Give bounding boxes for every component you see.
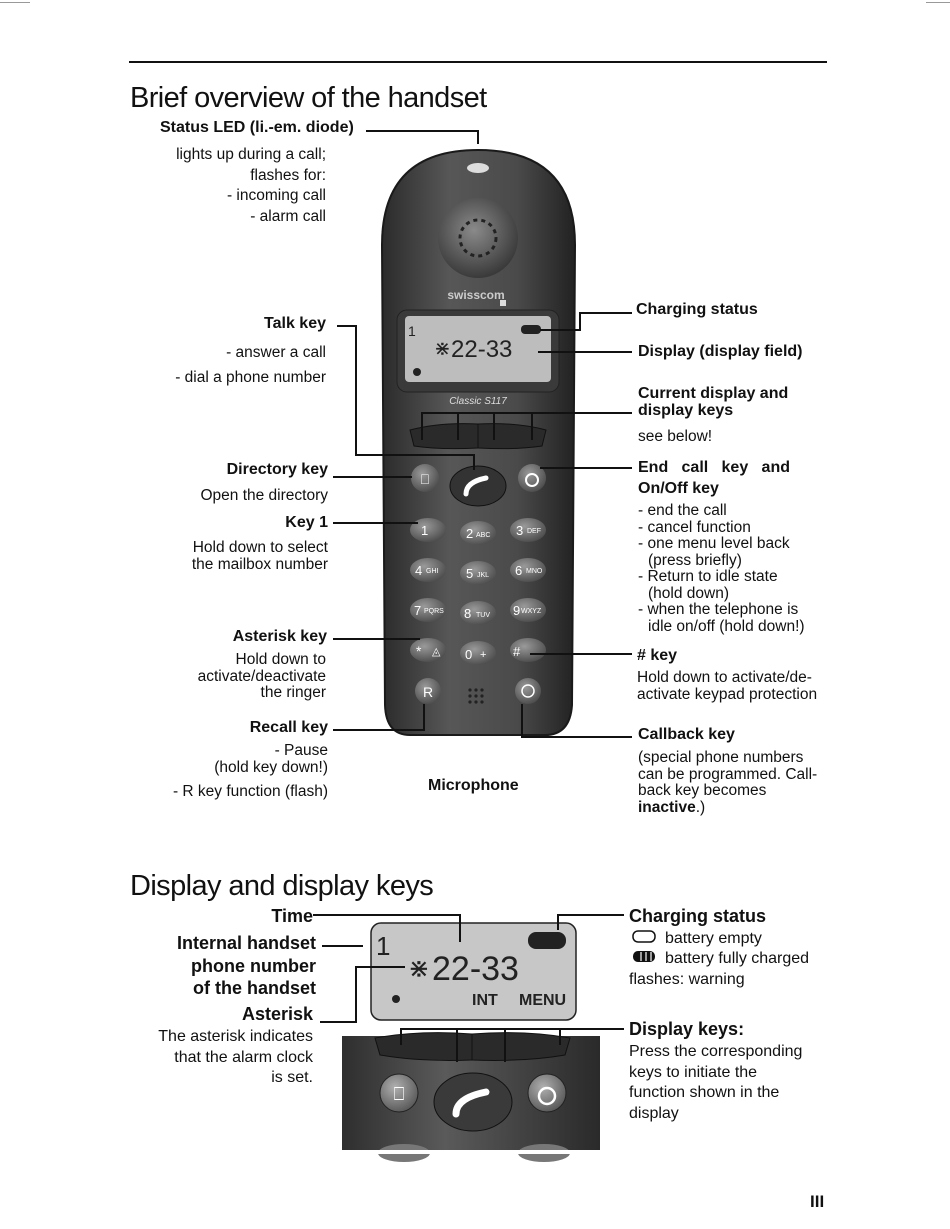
current-display-label: Current display and display keys [638,385,789,419]
callback-key-title: Callback key [638,726,735,743]
asterisk-key-desc: Hold down to activate/deactivate the rin… [197,651,326,701]
talk-key-title: Talk key [264,315,326,332]
hash-key-title: # key [637,647,678,664]
charging-status-label: Charging status [636,301,758,318]
battery-full-icon [633,951,655,962]
asterisk-key-title: Asterisk key [232,628,327,645]
microphone-label: Microphone [428,777,519,794]
svg-text:GHI: GHI [426,568,439,575]
keypad: 1 2 ABC 3 DEF 4 GHI 5 JKL 6 MNO 7 PQRS 8… [410,518,546,704]
charging-status-title-2: Charging status [629,906,767,926]
svg-text:ABC: ABC [476,532,490,539]
brand-logo: swisscom [447,288,504,302]
asterisk-label: Asterisk [241,1004,313,1024]
display-menu-label: MENU [519,992,566,1009]
asterisk-desc: The asterisk indicates that the alarm cl… [158,1028,313,1086]
hash-key-desc: Hold down to activate/de- activate keypa… [637,669,818,703]
svg-text:⎕: ⎕ [394,1084,405,1104]
svg-text:+: + [480,649,486,661]
svg-text:8: 8 [464,606,471,621]
recall-key-title: Recall key [249,719,328,736]
page-number: III [810,1192,825,1211]
display-int-label: INT [472,992,498,1009]
svg-text:*: * [416,643,422,659]
display-field-label: Display (display field) [638,343,803,360]
end-call-title-2: On/Off key [638,480,719,497]
directory-key[interactable] [411,464,439,492]
battery-empty-icon [632,930,656,943]
current-display-desc: see below! [638,428,713,445]
recall-key-desc: - Pause (hold key down!) - R key functio… [172,742,328,800]
svg-text:4: 4 [415,563,422,578]
talk-key[interactable] [449,465,507,507]
svg-text:6: 6 [515,563,522,578]
internal-number-label: Internal handset phone number of the han… [176,933,316,998]
status-led-title: Status LED (li.-em. diode) [160,119,354,136]
svg-text:JKL: JKL [477,572,489,579]
directory-key-title: Directory key [226,461,328,478]
svg-text:9: 9 [513,603,520,618]
callback-key-desc: (special phone numbers can be programmed… [638,749,818,816]
end-call-desc: - end the call - cancel function - one m… [638,502,805,635]
svg-text:MNO: MNO [526,568,543,575]
display-keys-title: Display keys: [629,1019,745,1039]
display-keys-desc: Press the corresponding keys to initiate… [629,1043,803,1122]
svg-text:⋇: ⋇ [408,953,430,983]
page-title: Brief overview of the handset [130,82,487,114]
svg-text:◬: ◬ [432,646,441,658]
svg-text:3: 3 [516,523,523,538]
model-name: Classic S117 [449,396,507,407]
status-led-desc: lights up during a call; flashes for: - … [176,146,326,225]
section-title-display: Display and display keys [130,870,434,902]
display-line-number: 1 [408,323,416,339]
directory-key-desc: Open the directory [200,487,328,504]
svg-text:⎕: ⎕ [421,471,429,487]
battery-warning-label: flashes: warning [629,971,745,988]
svg-text:PQRS: PQRS [424,608,444,615]
crop-mark [926,2,950,3]
display-time: 22-33 [451,336,512,363]
svg-text:1: 1 [421,523,428,538]
battery-empty-label: battery empty [665,930,762,947]
key1-title: Key 1 [285,514,328,531]
svg-text:0: 0 [465,647,472,662]
svg-text:R: R [423,684,433,700]
svg-text:5: 5 [466,566,473,581]
svg-text:TUV: TUV [476,612,490,619]
header-rule [129,61,827,63]
time-label: Time [271,906,313,926]
svg-text:#: # [513,644,521,659]
svg-text:DEF: DEF [527,528,541,535]
display-asterisk: ⋇ [434,338,451,360]
svg-text:7: 7 [414,603,421,618]
svg-text:WXYZ: WXYZ [521,608,542,615]
svg-text:1: 1 [376,931,390,961]
svg-text:2: 2 [466,526,473,541]
talk-key-desc: - answer a call - dial a phone number [175,344,326,386]
key1-desc: Hold down to select the mailbox number [191,539,328,573]
end-call-key[interactable] [518,464,546,492]
display-time-large: 22-33 [432,950,519,988]
crop-mark [0,2,30,3]
battery-full-label: battery fully charged [665,950,810,967]
